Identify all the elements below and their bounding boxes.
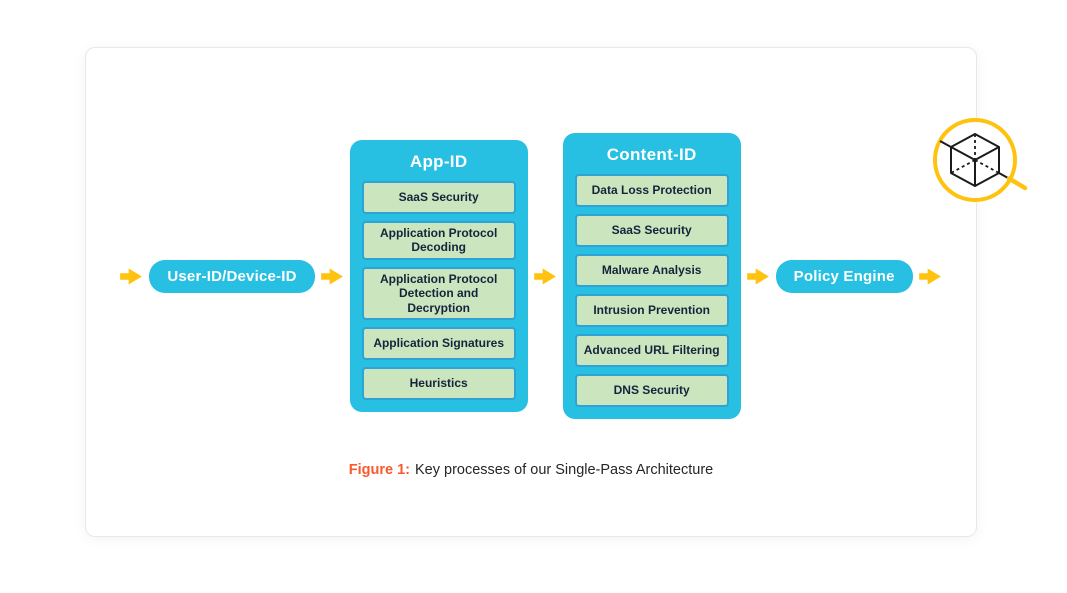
process-item: Advanced URL Filtering bbox=[574, 334, 729, 367]
group-title-content-id: Content-ID bbox=[606, 145, 697, 164]
flow-arrow-icon bbox=[120, 267, 143, 285]
process-item: SaaS Security bbox=[574, 214, 729, 247]
process-item: DNS Security bbox=[574, 374, 729, 407]
process-item: Data Loss Protection bbox=[574, 174, 729, 207]
process-item: Heuristics bbox=[361, 366, 516, 400]
flow-arrow-icon bbox=[320, 267, 344, 285]
node-policy-engine: Policy Engine bbox=[775, 259, 913, 293]
process-item: Application Protocol Decoding bbox=[361, 221, 516, 260]
process-item: Intrusion Prevention bbox=[574, 294, 729, 327]
flow-arrow-icon bbox=[746, 267, 770, 285]
figure-caption: Figure 1:Key processes of our Single-Pas… bbox=[86, 462, 976, 478]
process-item: Application Protocol Detection and Decry… bbox=[361, 266, 516, 320]
node-user-id-device-id: User-ID/Device-ID bbox=[149, 259, 315, 293]
caption-label: Figure 1: bbox=[348, 462, 411, 478]
process-item: Malware Analysis bbox=[574, 254, 729, 287]
flow-arrow-icon bbox=[918, 267, 942, 285]
flow-arrow-icon bbox=[533, 267, 557, 285]
process-item: SaaS Security bbox=[361, 181, 516, 215]
process-item: Application Signatures bbox=[361, 326, 516, 360]
group-title-app-id: App-ID bbox=[409, 152, 468, 172]
caption-text: Key processes of our Single-Pass Archite… bbox=[415, 462, 714, 478]
